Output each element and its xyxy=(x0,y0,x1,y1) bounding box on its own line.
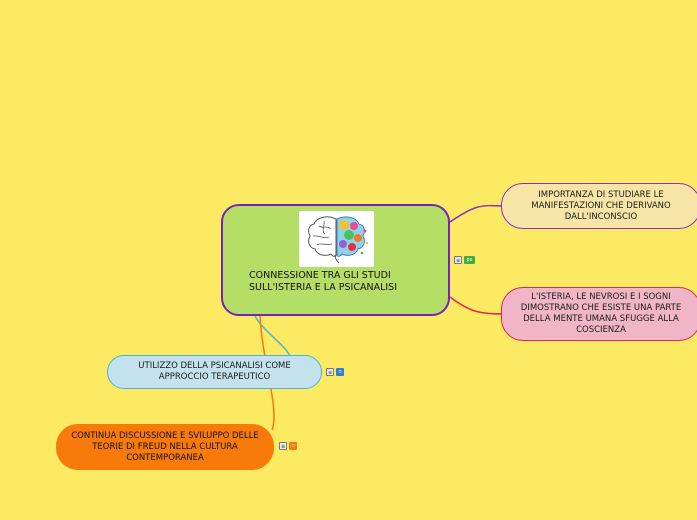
note-icon[interactable]: ≡ xyxy=(279,442,287,450)
connector-importanza xyxy=(449,204,504,223)
psicanalisi-tags: ≡ ▫ xyxy=(326,368,344,376)
image-icon[interactable]: ▫ xyxy=(336,368,344,376)
branch-importanza-label: IMPORTANZA DI STUDIARE LE MANIFESTAZIONI… xyxy=(531,189,671,222)
branch-freud-label: CONTINUA DISCUSSIONE E SVILUPPO DELLE TE… xyxy=(71,430,259,463)
branch-importanza[interactable]: IMPORTANZA DI STUDIARE LE MANIFESTAZIONI… xyxy=(501,183,697,229)
note-icon[interactable]: ≡ xyxy=(326,368,334,376)
branch-psicanalisi[interactable]: UTILIZZO DELLA PSICANALISI COME APPROCCI… xyxy=(107,355,322,389)
note-icon[interactable]: ≡ xyxy=(454,256,462,264)
freud-tags: ≡ ▫ xyxy=(279,442,297,450)
brain-icon xyxy=(308,216,369,264)
brain-illustration xyxy=(299,211,374,267)
image-icon[interactable]: ▫ xyxy=(289,442,297,450)
branch-isteria-label: L'ISTERIA, LE NEVROSI E I SOGNI DIMOSTRA… xyxy=(520,292,682,335)
central-tags: ≡ px xyxy=(454,256,475,264)
central-topic[interactable]: CONNESSIONE TRA GLI STUDI SULL'ISTERIA E… xyxy=(221,204,450,316)
px-icon[interactable]: px xyxy=(464,256,475,264)
branch-psicanalisi-label: UTILIZZO DELLA PSICANALISI COME APPROCCI… xyxy=(138,361,291,382)
connector-isteria xyxy=(449,296,504,315)
branch-isteria[interactable]: L'ISTERIA, LE NEVROSI E I SOGNI DIMOSTRA… xyxy=(501,287,697,341)
branch-freud[interactable]: CONTINUA DISCUSSIONE E SVILUPPO DELLE TE… xyxy=(56,424,274,470)
connector-psicanalisi xyxy=(254,315,291,357)
central-topic-title: CONNESSIONE TRA GLI STUDI SULL'ISTERIA E… xyxy=(249,270,398,293)
